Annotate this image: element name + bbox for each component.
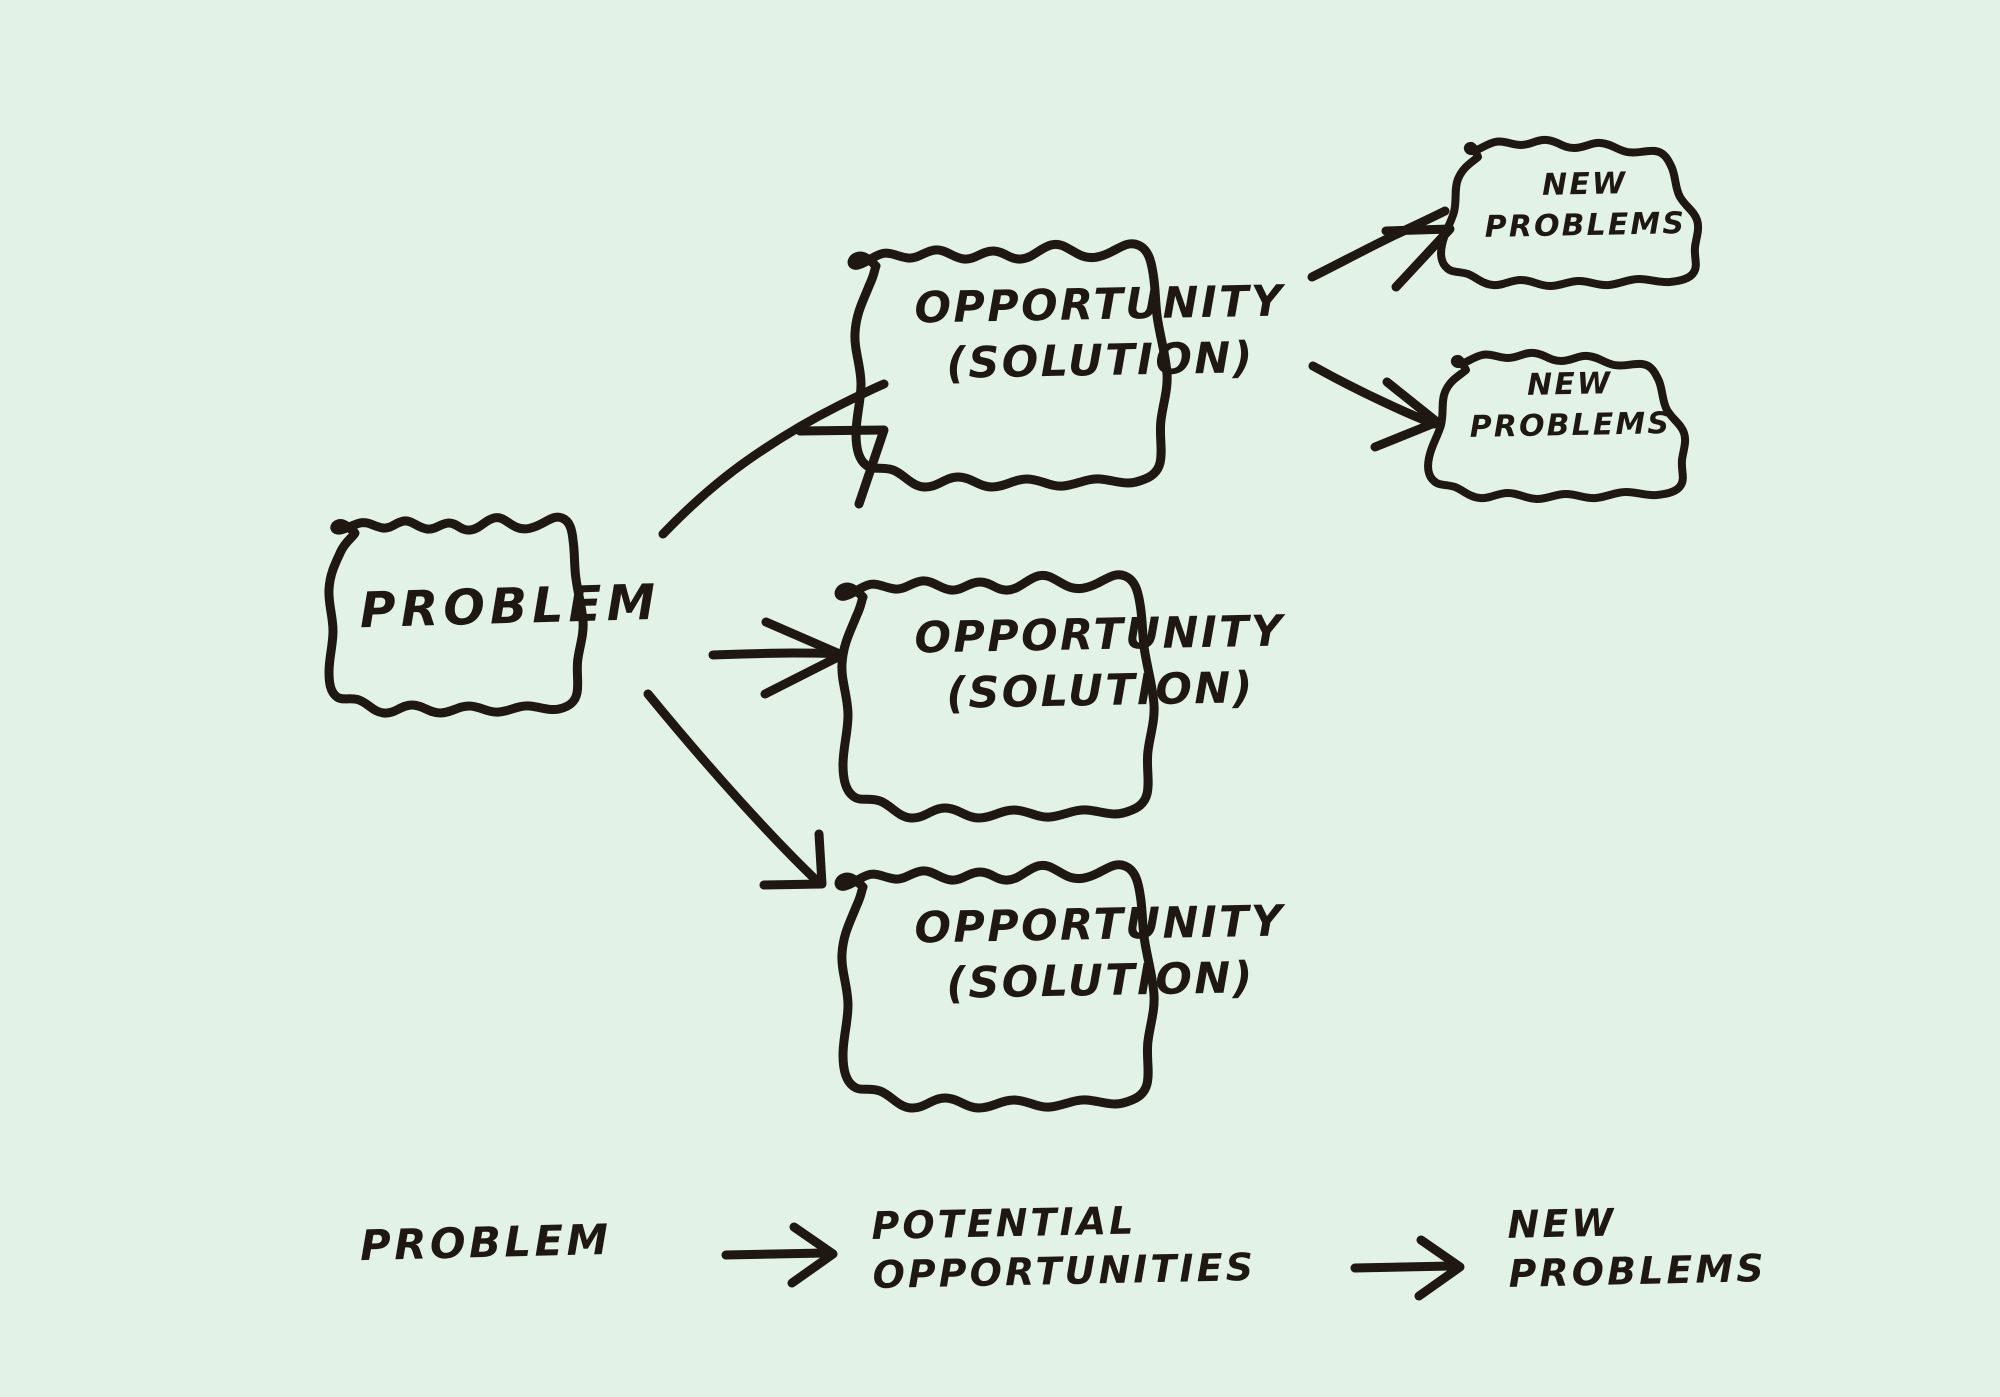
arrow-opportunity-1-to-new-problem-1 xyxy=(1307,206,1450,282)
arrow-problem-to-opportunity-1-head xyxy=(795,425,889,509)
opportunity-3-blob-outline xyxy=(834,860,1159,1113)
legend-arrow-2-head xyxy=(1414,1235,1465,1301)
new-problem-2-blob-outline xyxy=(1424,348,1690,503)
opportunity-2-blob-outline xyxy=(834,570,1159,823)
legend-arrow-2 xyxy=(1350,1261,1457,1273)
legend-arrow-1 xyxy=(721,1248,830,1260)
arrow-problem-to-opportunity-3-head xyxy=(759,829,827,890)
arrow-problem-to-opportunity-1 xyxy=(658,379,889,539)
arrow-problem-to-opportunity-3 xyxy=(643,689,823,887)
opportunity-1-blob-outline xyxy=(847,239,1172,492)
new-problem-1-blob-outline xyxy=(1437,135,1703,290)
arrow-problem-to-opportunity-2 xyxy=(708,648,847,660)
legend-arrow-1-head xyxy=(787,1222,838,1288)
problem-blob-outline xyxy=(324,512,588,718)
arrow-opportunity-1-to-new-problem-2 xyxy=(1308,361,1439,429)
arrow-opportunity-1-to-new-problem-2-head xyxy=(1370,377,1442,452)
arrow-problem-to-opportunity-2-head xyxy=(760,617,847,699)
